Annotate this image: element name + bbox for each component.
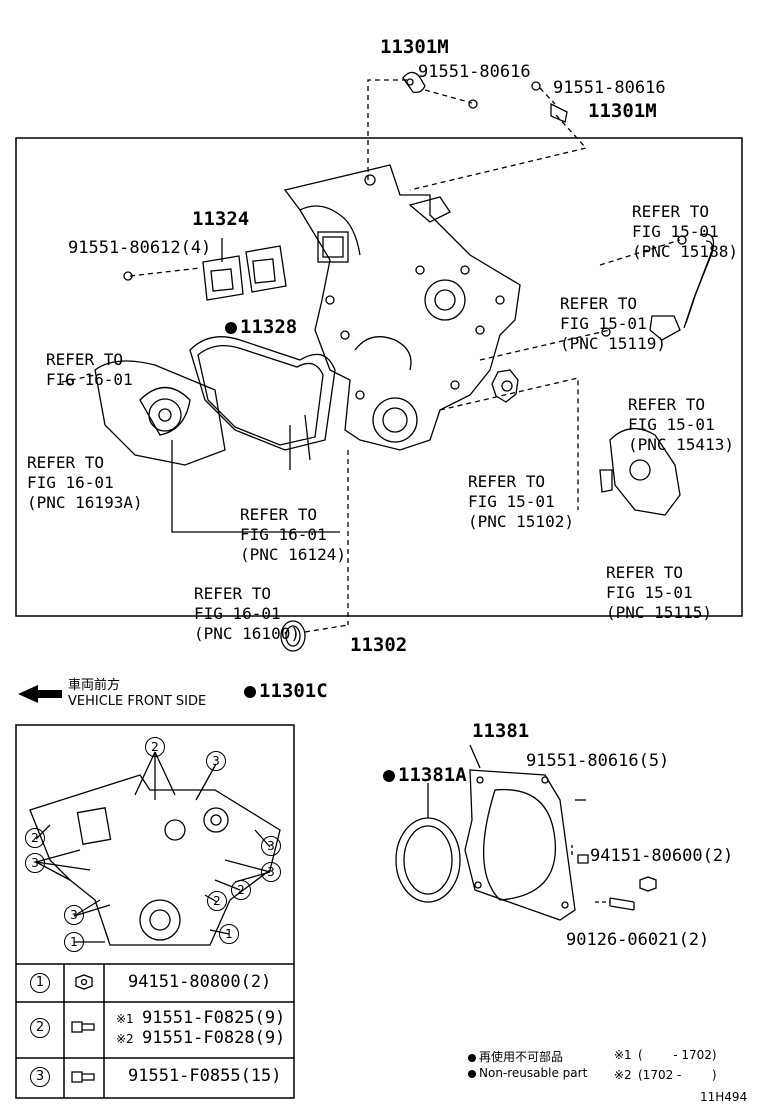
legend-mark-2: ※2 [116, 1032, 134, 1046]
part-label-11301C[interactable]: 11301C [244, 680, 328, 702]
part-label-11381A[interactable]: 11381A [383, 764, 467, 786]
legend-part-1[interactable]: 94151-80800(2) [128, 972, 272, 992]
non-reusable-dot-icon [383, 770, 395, 782]
part-label-91551-80616-b[interactable]: 91551-80616 [553, 78, 666, 98]
part-label-11301M-top[interactable]: 11301M [380, 36, 449, 58]
callout-3: 3 [64, 905, 84, 925]
legend-num-3: 3 [30, 1067, 50, 1087]
callout-2: 2 [231, 880, 251, 900]
callout-1: 1 [64, 932, 84, 952]
part-label-91551-80612[interactable]: 91551-80612(4) [68, 238, 212, 258]
part-label-91551-80616-a[interactable]: 91551-80616 [418, 62, 531, 82]
non-reusable-dot-icon [225, 322, 237, 334]
part-label-91551-80616-5[interactable]: 91551-80616(5) [526, 751, 670, 771]
legend-part-2a[interactable]: 91551-F0825(9) [142, 1008, 286, 1028]
part-label-11324[interactable]: 11324 [192, 208, 250, 230]
vehicle-front-jp: 車両前方 [68, 678, 121, 693]
note-range-2: (1702 - ) [638, 1068, 717, 1082]
callout-2: 2 [145, 737, 165, 757]
callout-3: 3 [25, 853, 45, 873]
front-arrow-icon [18, 685, 62, 703]
legend-num-2: 2 [30, 1018, 50, 1038]
callout-1: 1 [219, 924, 239, 944]
note-mark-1: ※1 [614, 1048, 632, 1062]
callout-3: 3 [261, 862, 281, 882]
non-reusable-dot-icon [244, 686, 256, 698]
part-label-11381[interactable]: 11381 [472, 720, 530, 742]
callout-2: 2 [207, 891, 227, 911]
non-reusable-dot-icon [468, 1054, 476, 1062]
callout-3: 3 [206, 751, 226, 771]
vehicle-front-en: VEHICLE FRONT SIDE [68, 694, 207, 709]
callout-2: 2 [25, 828, 45, 848]
drawing-id: 11H494 [700, 1090, 748, 1104]
part-label-11328[interactable]: 11328 [225, 316, 297, 338]
part-label-11301M-right[interactable]: 11301M [588, 100, 657, 122]
note-mark-2: ※2 [614, 1068, 632, 1082]
part-label-90126-06021[interactable]: 90126-06021(2) [566, 930, 710, 950]
legend-part-2b[interactable]: 91551-F0828(9) [142, 1028, 286, 1048]
legend-num-1: 1 [30, 973, 50, 993]
part-label-11302[interactable]: 11302 [350, 634, 408, 656]
legend-part-3[interactable]: 91551-F0855(15) [128, 1066, 282, 1086]
note-nonreusable-jp: 再使用不可部品 [468, 1048, 563, 1065]
note-nonreusable-en: Non-reusable part [468, 1066, 587, 1080]
note-range-1: ( - 1702) [638, 1048, 717, 1062]
legend-mark-1: ※1 [116, 1012, 134, 1026]
non-reusable-dot-icon [468, 1070, 476, 1078]
part-label-94151-80600[interactable]: 94151-80600(2) [590, 846, 734, 866]
callout-3: 3 [261, 836, 281, 856]
